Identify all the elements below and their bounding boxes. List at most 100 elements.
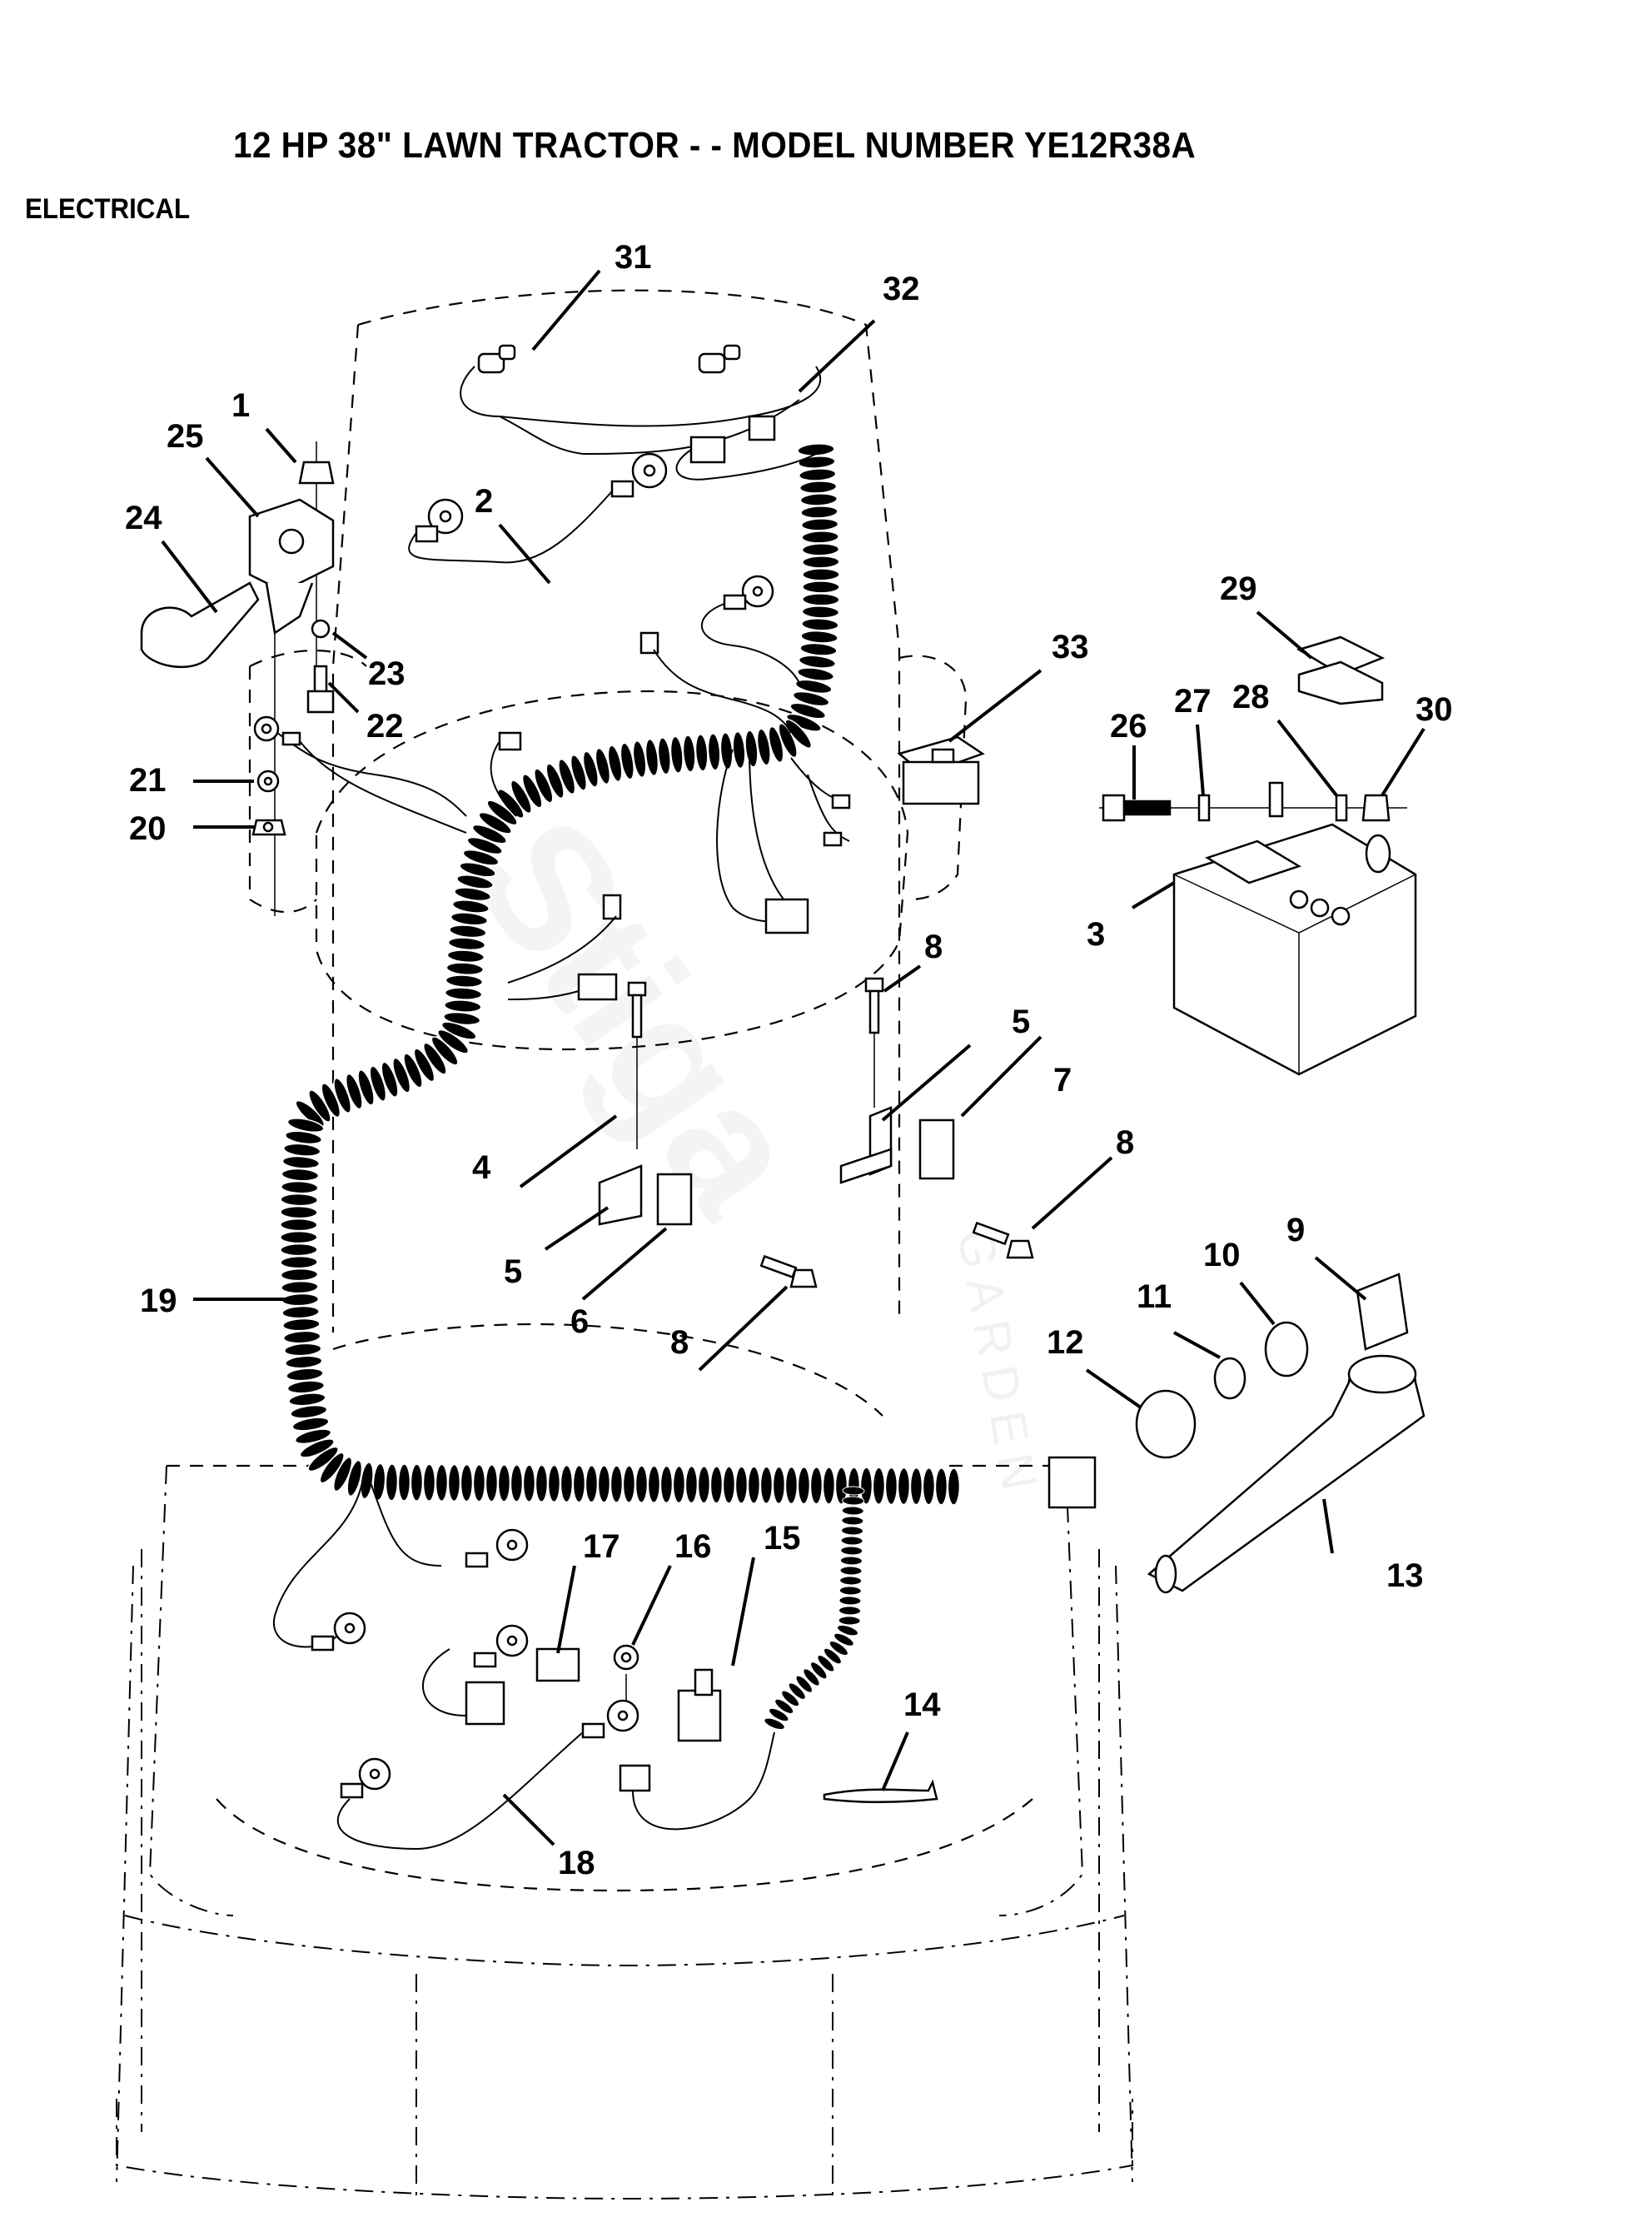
coil-segment — [534, 768, 554, 804]
coil-segment — [281, 1280, 319, 1294]
coil-segment — [797, 667, 835, 681]
callout-23: 23 — [368, 655, 406, 692]
callout-4: 4 — [472, 1149, 491, 1186]
section-title: ELECTRICAL — [25, 193, 191, 225]
coil-segment — [834, 1467, 848, 1505]
coil-segment — [582, 750, 599, 788]
coil-segment — [284, 1130, 323, 1145]
coil-segment — [286, 1380, 326, 1394]
connector — [619, 1764, 651, 1792]
bezel — [1264, 1321, 1309, 1378]
coil-segment — [784, 1466, 799, 1505]
callout-3: 3 — [1087, 916, 1105, 953]
coil-segment — [802, 568, 840, 581]
callout-13: 13 — [1386, 1557, 1424, 1594]
callout-27: 27 — [1174, 683, 1212, 720]
coil-segment — [947, 1467, 961, 1506]
coil-segment — [281, 1180, 319, 1194]
connector — [689, 436, 726, 464]
coil-segment — [286, 1118, 325, 1133]
coil-segment — [445, 962, 485, 975]
switch — [918, 1118, 955, 1180]
coil-segment — [422, 1042, 447, 1075]
coil-segment — [884, 1467, 898, 1506]
coil-segment — [795, 1675, 813, 1693]
coil-segment — [585, 1464, 599, 1503]
callout-8c: 8 — [670, 1324, 689, 1361]
coil-segment — [840, 1546, 863, 1556]
coil-segment — [934, 1467, 948, 1506]
coil-segment — [285, 1355, 323, 1369]
bracket — [598, 1164, 643, 1226]
coil-segment — [842, 1496, 865, 1506]
coil-segment — [280, 1205, 318, 1219]
callout-21: 21 — [129, 762, 167, 799]
connector — [1047, 1456, 1097, 1509]
coil-segment — [451, 899, 490, 914]
coil-segment — [447, 1463, 461, 1502]
coil-segment — [558, 758, 576, 795]
coil-segment — [822, 1467, 836, 1505]
coil-segment — [794, 679, 833, 695]
coil-segment — [381, 1061, 399, 1099]
coil-segment — [802, 556, 840, 569]
callout-15: 15 — [764, 1520, 801, 1557]
callout-1: 1 — [231, 387, 250, 424]
callout-9: 9 — [1286, 1212, 1305, 1248]
coil-segment — [607, 745, 623, 783]
callout-18: 18 — [558, 1845, 595, 1881]
washer — [1197, 794, 1211, 822]
bolt-thread — [1122, 800, 1172, 816]
coil-segment — [774, 1698, 794, 1714]
coil-segment — [308, 1089, 331, 1123]
seat-switch — [677, 1689, 722, 1742]
coil-segment — [697, 1465, 711, 1504]
coil-segment — [403, 1053, 423, 1089]
coil-segment — [798, 456, 836, 469]
callout-17: 17 — [583, 1528, 620, 1565]
tube — [1147, 1363, 1426, 1592]
coil-segment — [291, 1417, 330, 1432]
coil-segment — [560, 1464, 574, 1503]
coil-segment — [838, 1586, 862, 1596]
coil-segment — [510, 1464, 524, 1502]
coil-segment — [290, 1404, 328, 1419]
coil-segment — [682, 735, 696, 773]
coil-segment — [454, 887, 492, 902]
connector — [748, 415, 776, 441]
fuse — [535, 1647, 580, 1682]
coil-segment — [841, 1516, 864, 1526]
starter-solenoid-assembly — [140, 441, 467, 916]
ignition-switch — [1135, 1389, 1197, 1459]
coil-segment — [572, 1464, 586, 1503]
screw-head — [627, 981, 647, 997]
coil-segment — [824, 1647, 842, 1665]
coil-segment — [280, 1243, 318, 1257]
coil-segment — [283, 1343, 322, 1357]
coil-segment — [801, 543, 840, 556]
coil-segment — [837, 1624, 858, 1637]
coil-segment — [799, 481, 838, 494]
coil-segment — [841, 1506, 864, 1516]
coil-segment — [768, 725, 784, 764]
battery-assembly — [1099, 635, 1417, 1076]
coil-segment — [772, 1466, 786, 1505]
coil-segment — [286, 1368, 324, 1382]
callout-30: 30 — [1416, 691, 1453, 728]
headlight-bulb-left — [477, 352, 505, 374]
coil-segment — [672, 1465, 686, 1504]
coil-segment — [281, 1305, 320, 1319]
coil-segment — [764, 1717, 785, 1731]
coil-segment — [449, 924, 487, 939]
callout-20: 20 — [129, 810, 167, 847]
coil-segment — [797, 1466, 811, 1505]
coil-segment — [838, 1616, 861, 1626]
coil-segment — [838, 1596, 862, 1606]
callout-24: 24 — [125, 500, 162, 536]
coil-segment — [801, 605, 840, 619]
coil-segment — [460, 1463, 474, 1502]
coil-segment — [595, 747, 611, 785]
headlight-harness — [460, 344, 822, 481]
coil-segment — [797, 443, 835, 456]
coil-segment — [800, 630, 838, 644]
